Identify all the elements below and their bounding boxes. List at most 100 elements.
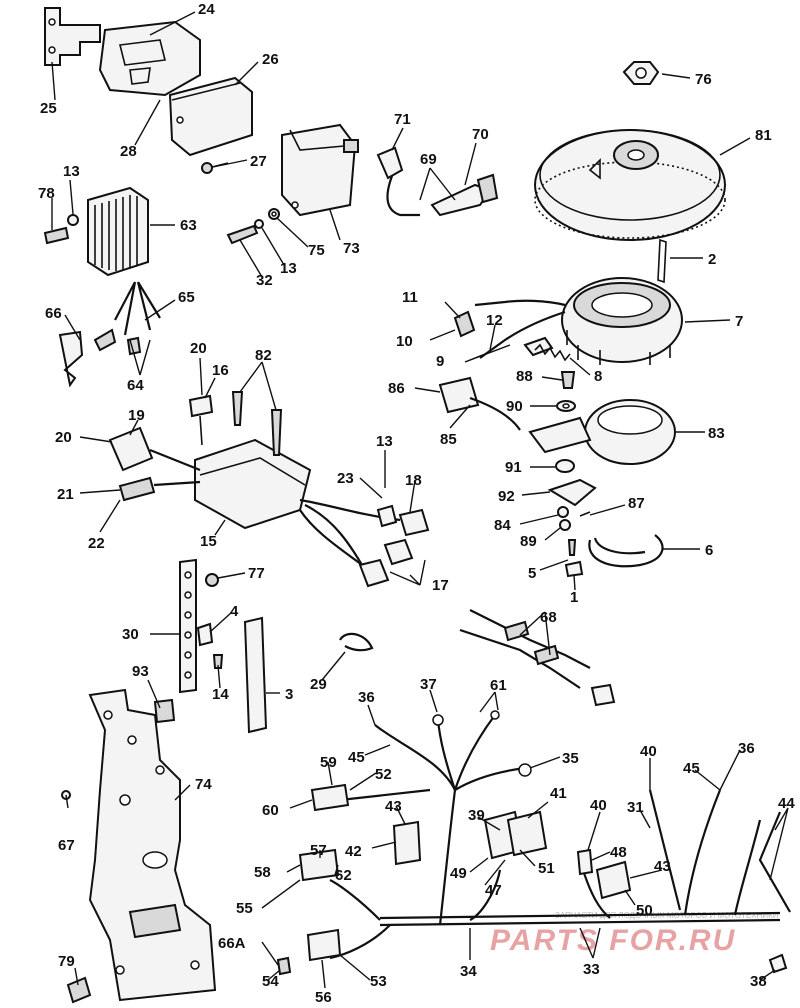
callout-57: 57	[310, 842, 327, 859]
callout-65: 65	[178, 289, 195, 306]
watermark: ЗАПЧАСТИ ДЛЯ ЛОДОЧНЫХ МОТОРОВ И МОТОТЕХН…	[490, 911, 779, 957]
callout-48: 48	[610, 844, 627, 861]
callout-36-b: 36	[738, 740, 755, 757]
callout-68: 68	[540, 609, 557, 626]
callout-1: 1	[570, 589, 578, 606]
callout-13-a: 13	[280, 260, 297, 277]
callout-21: 21	[57, 486, 74, 503]
part-power-pack-15	[108, 391, 312, 530]
part-pack-leads-17	[299, 498, 430, 588]
callout-58: 58	[254, 864, 271, 881]
callout-53: 53	[370, 973, 387, 990]
leader-lines	[51, 11, 789, 989]
callout-39: 39	[468, 807, 485, 824]
callout-18: 18	[405, 472, 422, 489]
callout-66-a: 66	[45, 305, 62, 322]
part-screw-5-1	[564, 539, 584, 578]
part-mounting-plate-74	[61, 688, 217, 1004]
callout-63: 63	[180, 217, 197, 234]
part-wiring-harness-33-34	[329, 714, 791, 960]
callout-5: 5	[528, 565, 536, 582]
part-bracket-24	[44, 7, 201, 97]
callout-64: 64	[127, 377, 144, 394]
part-strip-3	[243, 616, 268, 734]
callout-labels: 24 25 26 28 27 76 81 71 70 69 73 75 13 3…	[38, 1, 795, 1006]
callout-59: 59	[320, 754, 337, 771]
callout-35: 35	[562, 750, 579, 767]
callout-26: 26	[262, 51, 279, 68]
callout-69: 69	[420, 151, 437, 168]
callout-56: 56	[315, 989, 332, 1006]
callout-20-b: 20	[55, 429, 72, 446]
callout-87: 87	[628, 495, 645, 512]
part-spark-leads-69-71-70	[376, 146, 499, 217]
callout-7: 7	[735, 313, 743, 330]
callout-33: 33	[583, 961, 600, 978]
callout-92: 92	[498, 488, 515, 505]
callout-93: 93	[132, 663, 149, 680]
callout-84: 84	[494, 517, 511, 534]
callout-31: 31	[627, 799, 644, 816]
callout-51: 51	[538, 860, 555, 877]
part-harness-connectors	[276, 710, 788, 976]
callout-52-a: 52	[375, 766, 392, 783]
callout-11: 11	[402, 289, 418, 306]
callout-12: 12	[486, 312, 503, 329]
callout-9: 9	[436, 353, 444, 370]
callout-45-b: 45	[683, 760, 700, 777]
callout-27: 27	[250, 153, 267, 170]
callout-60: 60	[262, 802, 279, 819]
part-washer-90	[556, 400, 576, 412]
callout-74: 74	[195, 776, 212, 793]
part-washers-75-13	[226, 208, 280, 245]
callout-71: 71	[394, 111, 411, 128]
part-linkage-84-92	[547, 459, 597, 531]
watermark-brand: PARTS FOR.RU	[490, 924, 736, 957]
callout-73: 73	[343, 240, 360, 257]
callout-16: 16	[212, 362, 229, 379]
part-terminal-block-30	[179, 558, 224, 694]
callout-44: 44	[778, 795, 795, 812]
part-nut-76	[622, 61, 660, 85]
part-wire-set-68	[459, 609, 616, 707]
callout-70: 70	[472, 126, 489, 143]
callout-78: 78	[38, 185, 55, 202]
part-flywheel-81	[534, 129, 726, 241]
callout-34: 34	[460, 963, 477, 980]
callout-62: 62	[335, 867, 352, 884]
callout-2: 2	[708, 251, 716, 268]
callout-49: 49	[450, 865, 467, 882]
part-connector-85-86	[438, 376, 521, 431]
callout-13-c: 13	[376, 433, 393, 450]
callout-50: 50	[636, 902, 653, 919]
callout-89: 89	[520, 533, 537, 550]
callout-83: 83	[708, 425, 725, 442]
callout-40-b: 40	[590, 797, 607, 814]
callout-85: 85	[440, 431, 457, 448]
callout-10: 10	[396, 333, 413, 350]
callout-67: 67	[58, 837, 75, 854]
callout-36-a: 36	[358, 689, 375, 706]
part-terminal-leads-64-65-66	[58, 281, 161, 388]
callout-28: 28	[120, 143, 137, 160]
callout-40-a: 40	[640, 743, 657, 760]
callout-4: 4	[230, 603, 239, 620]
callout-25: 25	[40, 100, 57, 117]
callout-20-a: 20	[190, 340, 207, 357]
callout-82: 82	[255, 347, 272, 364]
callout-55: 55	[236, 900, 253, 917]
part-spring-8	[534, 343, 571, 362]
part-cover-26	[168, 76, 253, 157]
callout-3: 3	[285, 686, 293, 703]
callout-30: 30	[122, 626, 139, 643]
callout-41: 41	[550, 785, 567, 802]
part-screw-88	[560, 371, 576, 389]
callout-75: 75	[308, 242, 325, 259]
callout-90: 90	[506, 398, 523, 415]
callout-81: 81	[755, 127, 772, 144]
callout-79: 79	[58, 953, 75, 970]
part-coil-73	[281, 123, 359, 217]
callout-23: 23	[337, 470, 354, 487]
callout-43-b: 43	[654, 858, 671, 875]
callout-77: 77	[248, 565, 265, 582]
